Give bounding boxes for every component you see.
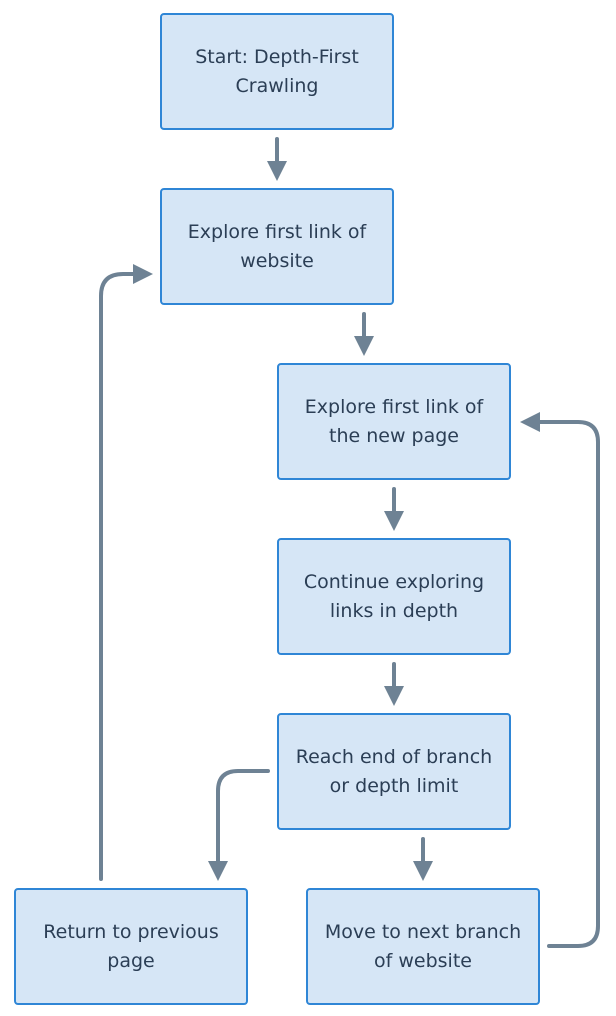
node-return-line1: Return to previous [43, 920, 219, 943]
node-start-depth-first-crawling: Start: Depth-First Crawling [160, 13, 394, 130]
node-start-line2: Crawling [235, 74, 319, 97]
node-return-line2: page [107, 949, 155, 972]
node-continue-exploring: Continue exploring links in depth [277, 538, 511, 655]
node-reach-end-of-branch: Reach end of branch or depth limit [277, 713, 511, 830]
edge-reach-end-to-return [208, 769, 270, 881]
node-explore-website-line2: website [240, 249, 314, 272]
node-move-to-next-branch: Move to next branch of website [306, 888, 540, 1005]
node-reach-end-line1: Reach end of branch [295, 745, 493, 768]
node-explore-first-link-website: Explore first link of website [160, 188, 394, 305]
node-explore-new-page-line2: the new page [329, 424, 459, 447]
node-explore-first-link-new-page: Explore first link of the new page [277, 363, 511, 480]
node-return-to-previous-page: Return to previous page [14, 888, 248, 1005]
node-explore-website-line1: Explore first link of [187, 220, 367, 243]
node-reach-end-line2: or depth limit [329, 774, 459, 797]
node-start-line1: Start: Depth-First [195, 45, 359, 68]
edge-move-next-to-explore-new-page [520, 412, 600, 948]
node-continue-line2: links in depth [329, 599, 459, 622]
edge-return-to-explore-website [99, 264, 153, 881]
node-continue-line1: Continue exploring [303, 570, 485, 593]
node-move-line1: Move to next branch [324, 920, 522, 943]
node-explore-new-page-line1: Explore first link of [304, 395, 484, 418]
node-move-line2: of website [374, 949, 472, 972]
